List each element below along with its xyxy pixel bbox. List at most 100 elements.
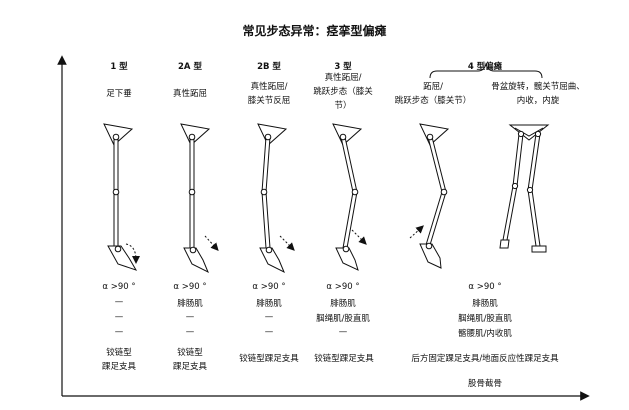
type-2a-description-line: 真性跖屈 [172, 89, 207, 99]
thigh-right [527, 133, 541, 191]
ankle-joint [425, 242, 433, 250]
foot [259, 247, 285, 274]
type-1-description: 足下垂 [92, 87, 146, 101]
type-2a-leg-figure [180, 123, 219, 274]
knee-joint [112, 188, 120, 196]
type-3-brace: 铰链型踝足支具 [314, 354, 374, 364]
type-4-hip-description-line: 内收，内旋 [516, 96, 560, 106]
hip-joint [188, 133, 196, 141]
type-3-description-line: 跳跃步态（膝关 [313, 87, 373, 97]
type-3-row-4: — [338, 327, 348, 337]
type-1-brace: 铰链型 踝足支具 [94, 346, 144, 374]
type-1-header: 1 型 [110, 62, 128, 72]
pelvis-triangle [332, 123, 363, 146]
hip-joint [264, 133, 272, 141]
type-2b-description-line: 膝关节反屈 [247, 96, 291, 106]
type-4-hip-description: 骨盆旋转，髋关节屈曲、 内收，内旋 [478, 80, 598, 108]
type-1-brace-line: 踝足支具 [101, 362, 136, 372]
shank [261, 191, 271, 249]
motion-arrow [204, 235, 219, 251]
type-2a-row-4: — [185, 327, 195, 337]
type-4-row-3: 腘绳肌/股直肌 [458, 314, 512, 324]
type-2b-row-2: 腓肠肌 [256, 299, 282, 309]
type-4-knee-description: 跖屈/ 跳跃步态（膝关节） [385, 80, 481, 108]
knee-joint [351, 188, 359, 196]
type-2b-row-4: — [264, 327, 274, 337]
type-1-brace-line: 铰链型 [106, 348, 132, 358]
type-2b-leg-figure [257, 123, 295, 274]
type-1-row-3: — [114, 312, 124, 322]
type-4-knee-description-line: 跖屈/ [423, 82, 443, 92]
hip-joint [112, 133, 120, 141]
type-4-hip-description-line: 骨盆旋转，髋关节屈曲、 [491, 82, 585, 92]
pelvis-triangle [508, 124, 550, 141]
foot-right [531, 245, 547, 253]
type-3-leg-figure [332, 123, 367, 271]
type-4-brace: 后方固定踝足支具/地面反应性踝足支具 [411, 354, 559, 364]
type-2a-row-2: 腓肠肌 [177, 299, 203, 309]
type-1-row-2: — [114, 297, 124, 307]
type-3-row-2: 腓肠肌 [330, 299, 356, 309]
type-2a-brace: 铰链型 踝足支具 [165, 346, 215, 374]
hip-joint [517, 130, 525, 138]
knee-joint [188, 188, 196, 196]
type-4-bracket [429, 62, 543, 79]
type-1-description-line: 足下垂 [106, 89, 132, 99]
type-2b-row-angle: α >90 ° [252, 282, 286, 292]
thigh [261, 136, 271, 193]
type-2b-header: 2B 型 [257, 62, 281, 72]
knee-joint [260, 188, 268, 196]
shank [113, 191, 119, 249]
type-2b-description: 真性跖屈/ 膝关节反屈 [232, 80, 306, 108]
ankle-joint [342, 245, 350, 253]
type-4-row-2: 腓肠肌 [472, 299, 498, 309]
type-4-row-angle: α >90 ° [468, 282, 502, 292]
type-3-description: 真性跖屈/ 跳跃步态（膝关 节） [303, 71, 383, 113]
type-2b-row-3: — [264, 312, 274, 322]
axes [57, 55, 590, 401]
ankle-joint [189, 246, 197, 254]
type-4-hip-leg-figure [499, 124, 550, 253]
type-3-row-angle: α >90 ° [326, 282, 360, 292]
page-title: 常见步态异常：痉挛型偏瘫 [242, 24, 387, 38]
pelvis-cross [514, 127, 544, 137]
motion-arrow [279, 235, 295, 251]
shank-right [527, 189, 541, 247]
type-1-row-4: — [114, 327, 124, 337]
knee-joint [511, 182, 519, 190]
type-4-knee-leg-figure [409, 123, 450, 269]
shank [425, 191, 447, 246]
type-3-header: 3 型 [334, 62, 352, 72]
type-1-leg-figure [103, 123, 140, 271]
thigh [189, 136, 195, 193]
thigh-left [512, 133, 524, 187]
type-1-row-angle: α >90 ° [102, 282, 136, 292]
pelvis-triangle [257, 123, 288, 146]
foot-left [499, 239, 510, 249]
type-2a-brace-line: 铰链型 [177, 348, 203, 358]
type-2a-brace-line: 踝足支具 [172, 362, 207, 372]
type-4-knee-description-line: 跳跃步态（膝关节） [394, 96, 472, 106]
shank [189, 191, 195, 249]
foot [107, 245, 138, 271]
type-2a-header: 2A 型 [178, 62, 202, 72]
type-2a-row-3: — [185, 312, 195, 322]
pelvis-triangle [180, 123, 211, 146]
type-3-row-3: 腘绳肌/股直肌 [316, 314, 370, 324]
motion-arrow [125, 243, 140, 264]
ankle-joint [114, 245, 122, 253]
shank [342, 191, 358, 249]
foot [183, 247, 209, 274]
thigh [113, 136, 119, 193]
shank-left [502, 185, 518, 241]
type-3-description-line: 真性跖屈/ [324, 73, 362, 83]
thigh [427, 136, 447, 193]
type-2a-description: 真性跖屈 [160, 87, 220, 101]
knee-joint [526, 186, 534, 194]
type-2b-brace: 铰链型踝足支具 [239, 354, 299, 364]
x-axis-label: 股骨截骨 [467, 379, 502, 389]
pelvis-triangle [419, 123, 450, 146]
hip-joint [534, 130, 542, 138]
type-3-description-line: 节） [334, 101, 352, 111]
